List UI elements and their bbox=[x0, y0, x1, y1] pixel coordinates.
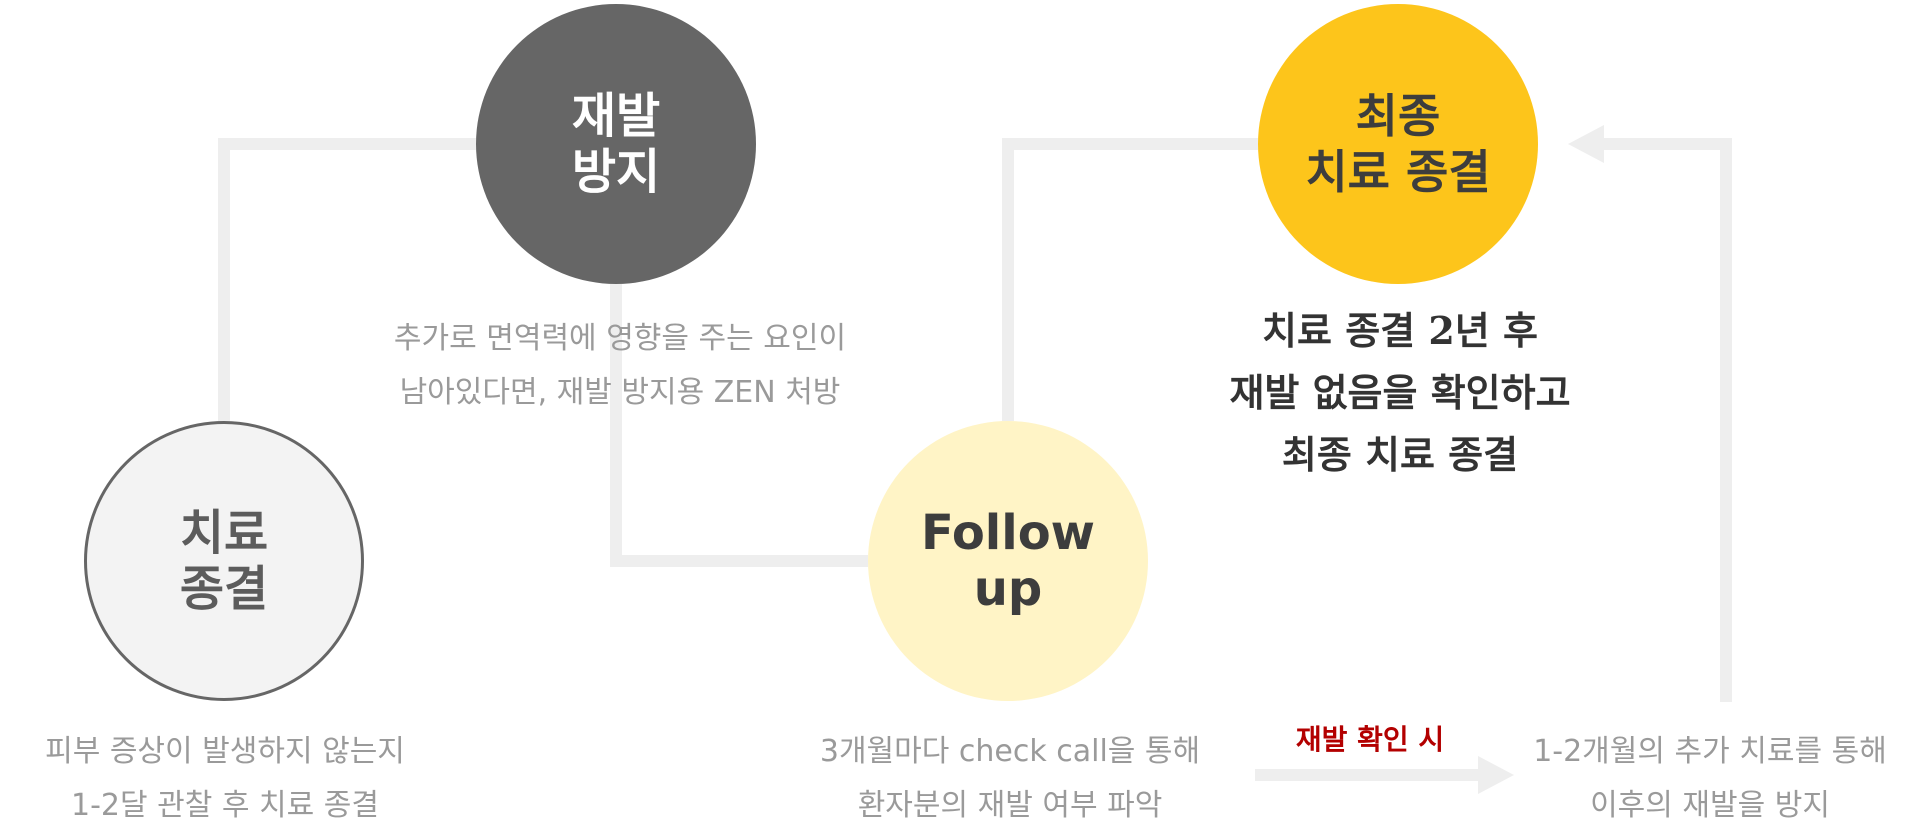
treatment-end-description: 피부 증상이 발생하지 않는지 1-2달 관찰 후 치료 종결 bbox=[0, 725, 450, 833]
follow-up-description-line-2: 환자분의 재발 여부 파악 bbox=[857, 788, 1163, 823]
arrowhead-right-icon bbox=[1478, 756, 1514, 794]
relapse-prevention-description: 추가로 면역력에 영향을 주는 요인이 남아있다면, 재발 방지용 ZEN 처방 bbox=[370, 312, 870, 420]
node-treatment-end: 치료 종결 bbox=[84, 421, 364, 701]
relapse-prevention-description-line-2: 남아있다면, 재발 방지용 ZEN 처방 bbox=[399, 375, 841, 410]
node-follow-up-title-line-2: up bbox=[973, 561, 1043, 617]
final-end-description: 치료 종결 2년 후 재발 없음을 확인하고 최종 치료 종결 bbox=[1150, 300, 1650, 486]
node-follow-up-title-line-1: Follow bbox=[920, 505, 1096, 561]
node-relapse-prevention-title-line-2: 방지 bbox=[571, 144, 661, 200]
node-treatment-end-title-line-2: 종결 bbox=[179, 561, 269, 617]
final-end-description-line-3: 최종 치료 종결 bbox=[1281, 432, 1519, 477]
node-final-end-title-line-1: 최종 bbox=[1355, 89, 1441, 143]
node-relapse-prevention-title-line-1: 재발 bbox=[571, 88, 661, 144]
node-final-end-title-line-2: 치료 종결 bbox=[1305, 145, 1491, 199]
treatment-end-description-line-1: 피부 증상이 발생하지 않는지 bbox=[45, 734, 405, 769]
relapse-confirmed-label: 재발 확인 시 bbox=[1295, 723, 1445, 756]
connector-relapse-prevention-to-follow-up bbox=[610, 284, 868, 567]
extra-treatment-description-line-1: 1-2개월의 추가 치료를 통해 bbox=[1533, 734, 1887, 769]
connector-treatment-end-to-relapse-prevention bbox=[218, 138, 476, 421]
connector-extra-treatment-to-final-end bbox=[1600, 138, 1732, 702]
arrowhead-left-icon bbox=[1568, 125, 1604, 163]
extra-treatment-description-line-2: 이후의 재발을 방지 bbox=[1590, 788, 1830, 823]
node-relapse-prevention: 재발 방지 bbox=[476, 4, 756, 284]
treatment-end-description-line-2: 1-2달 관찰 후 치료 종결 bbox=[71, 788, 379, 823]
follow-up-description-line-1: 3개월마다 check call을 통해 bbox=[819, 734, 1201, 769]
final-end-description-line-1: 치료 종결 2년 후 bbox=[1262, 308, 1538, 353]
extra-treatment-description: 1-2개월의 추가 치료를 통해 이후의 재발을 방지 bbox=[1500, 725, 1920, 833]
relapse-prevention-description-line-1: 추가로 면역력에 영향을 주는 요인이 bbox=[393, 321, 847, 356]
follow-up-description: 3개월마다 check call을 통해 환자분의 재발 여부 파악 bbox=[780, 725, 1240, 833]
node-treatment-end-title-line-1: 치료 bbox=[179, 505, 269, 561]
final-end-description-line-2: 재발 없음을 확인하고 bbox=[1229, 370, 1571, 415]
node-follow-up: Follow up bbox=[868, 421, 1148, 701]
node-final-end: 최종 치료 종결 bbox=[1258, 4, 1538, 284]
connector-follow-up-to-final-end bbox=[1002, 138, 1258, 421]
